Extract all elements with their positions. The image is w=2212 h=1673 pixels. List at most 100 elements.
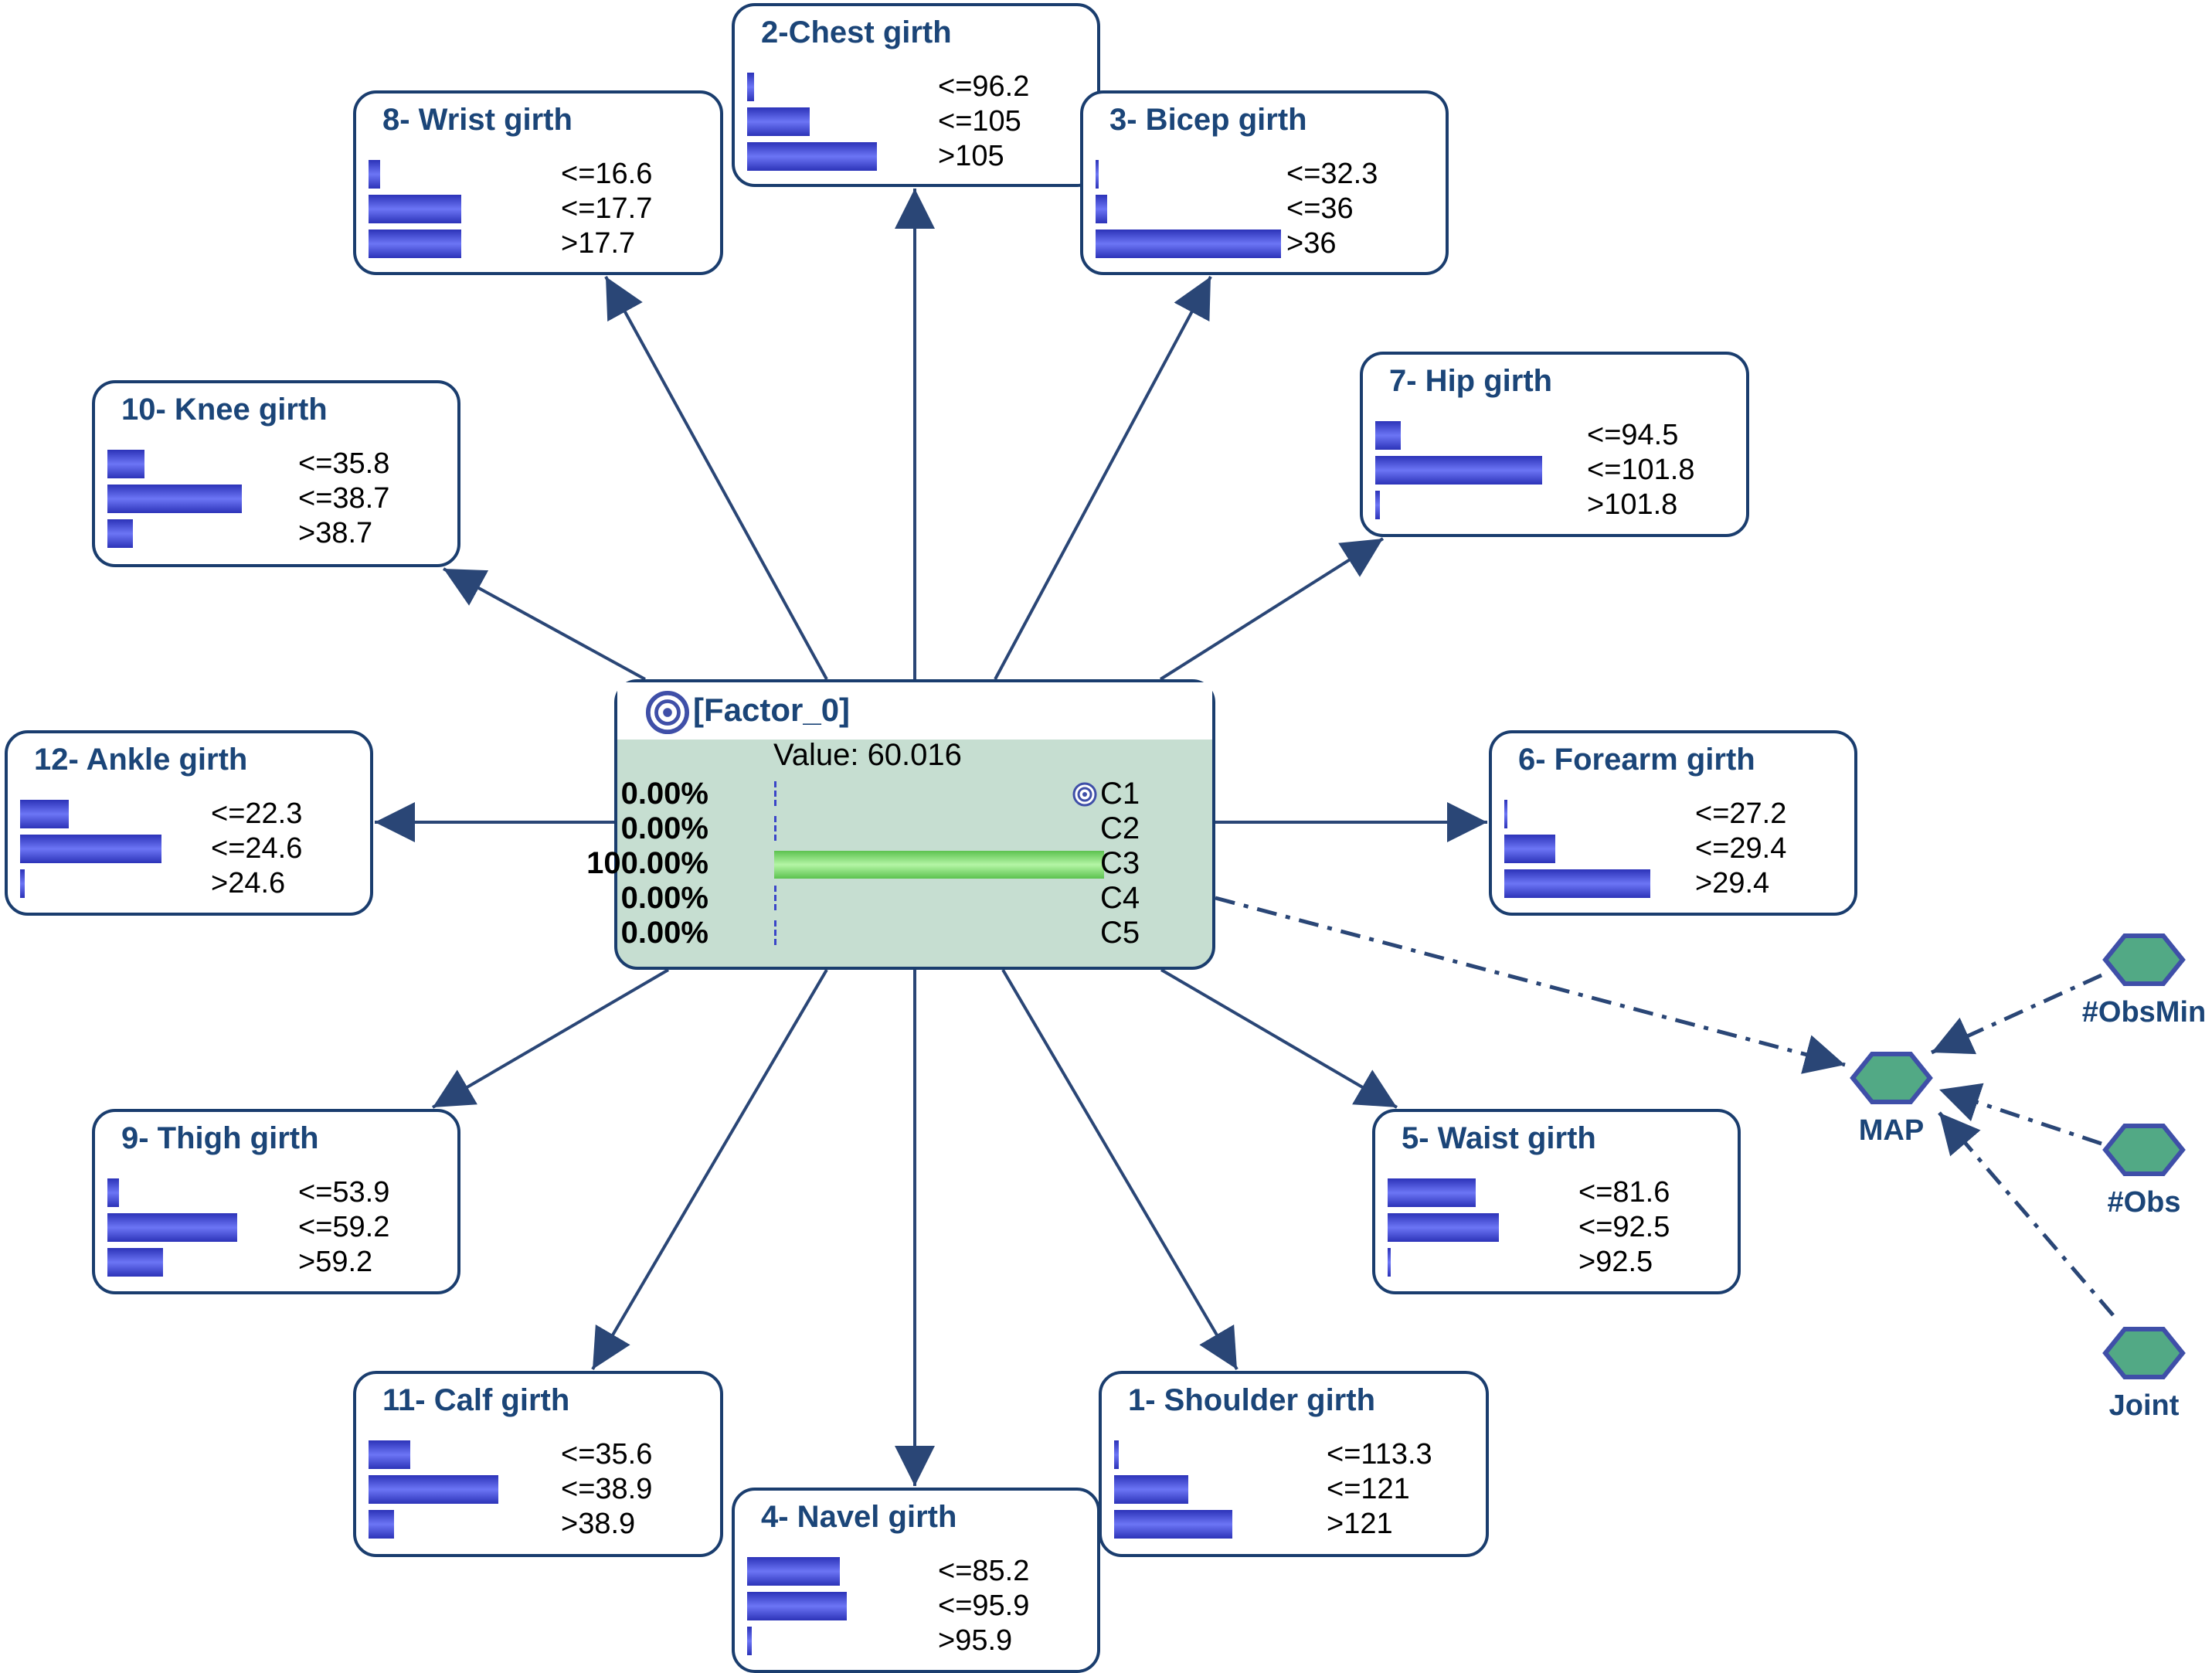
edge-factor-to-knee	[443, 567, 646, 681]
edge-factor-to-hip	[1159, 537, 1385, 681]
factor-state-percent: 0.00%	[620, 881, 708, 915]
utility-node-map[interactable]	[1850, 1052, 1933, 1104]
state-label: >95.9	[938, 1624, 1013, 1657]
factor-state-percent: 0.00%	[620, 811, 708, 845]
state-row: <=53.9	[95, 1175, 457, 1209]
state-row: <=29.4	[1492, 831, 1854, 865]
state-label: <=101.8	[1587, 454, 1695, 486]
utility-node-obs[interactable]	[2102, 1124, 2186, 1176]
node-title: 3- Bicep girth	[1109, 103, 1307, 137]
node-title: 1- Shoulder girth	[1128, 1383, 1375, 1417]
state-probability-bar	[1504, 869, 1650, 898]
state-probability-bar	[747, 1592, 847, 1620]
state-label: >38.9	[561, 1508, 636, 1540]
state-row: <=121	[1102, 1472, 1486, 1506]
state-row: <=92.5	[1375, 1210, 1738, 1244]
state-probability-bar	[369, 1475, 498, 1504]
utility-node-obsmin[interactable]	[2102, 933, 2186, 986]
state-label: >36	[1286, 227, 1337, 260]
edge-obs-to-map	[1938, 1083, 2102, 1146]
edge-factor-to-map	[1215, 896, 1846, 1074]
node-forearm[interactable]: 6- Forearm girth <=27.2<=29.4>29.4	[1489, 730, 1857, 916]
state-row: >38.7	[95, 516, 457, 550]
state-row: >36	[1083, 226, 1446, 260]
node-title: 2-Chest girth	[761, 15, 952, 49]
node-title: 6- Forearm girth	[1518, 743, 1755, 777]
factor-state-row: 0.00% C1	[617, 777, 1212, 811]
edge-joint-to-map	[1938, 1111, 2115, 1317]
node-thigh[interactable]: 9- Thigh girth<=53.9<=59.2>59.2	[92, 1109, 460, 1294]
state-row: <=59.2	[95, 1210, 457, 1244]
state-probability-bar	[107, 1213, 237, 1242]
state-probability-bar	[747, 107, 810, 136]
utility-node-label-obsmin: #ObsMin	[2081, 996, 2207, 1029]
state-row: <=35.6	[356, 1437, 720, 1471]
factor-state-label: C4	[1100, 881, 1140, 915]
factor-state-percent: 0.00%	[620, 777, 708, 811]
state-probability-bar	[1114, 1510, 1232, 1539]
node-navel[interactable]: 4- Navel girth<=85.2<=95.9>95.9	[732, 1488, 1100, 1673]
node-waist[interactable]: 5- Waist girth<=81.6<=92.5>92.5	[1372, 1109, 1741, 1294]
factor-state-row: 0.00% C4	[617, 881, 1212, 915]
state-probability-bar	[369, 160, 380, 189]
state-label: >29.4	[1695, 867, 1770, 899]
state-label: <=105	[938, 105, 1021, 138]
target-icon	[645, 690, 690, 735]
state-row: >95.9	[735, 1624, 1097, 1658]
state-probability-bar	[107, 1248, 163, 1277]
state-row: <=36	[1083, 192, 1446, 226]
state-row: >24.6	[8, 866, 370, 900]
state-probability-bar	[1388, 1248, 1391, 1277]
state-probability-bar	[747, 1557, 840, 1586]
state-row: >92.5	[1375, 1245, 1738, 1279]
factor-state-row: 100.00% C3	[586, 846, 1212, 880]
state-label: <=35.6	[561, 1438, 653, 1471]
state-probability-bar	[369, 1440, 410, 1469]
factor-state-label: C1	[1100, 777, 1140, 811]
state-row: >105	[735, 139, 1097, 173]
node-bicep[interactable]: 3- Bicep girth<=32.3<=36>36	[1080, 90, 1449, 275]
node-title: 4- Navel girth	[761, 1500, 957, 1534]
node-title: 8- Wrist girth	[382, 103, 573, 137]
state-probability-bar	[1096, 195, 1107, 223]
factor-state-row: 0.00%C5	[617, 916, 1212, 950]
state-probability-bar	[1504, 800, 1507, 828]
state-label: >92.5	[1578, 1246, 1653, 1278]
state-label: <=121	[1327, 1473, 1410, 1505]
state-probability-bar	[107, 450, 144, 478]
edge-factor-to-thigh	[431, 968, 670, 1109]
factor-state-percent: 100.00%	[586, 846, 708, 880]
edge-factor-to-shoulder	[1001, 968, 1239, 1371]
state-label: <=94.5	[1587, 419, 1679, 451]
node-title: 11- Calf girth	[382, 1383, 570, 1417]
state-probability-bar	[747, 1627, 752, 1655]
state-label: <=96.2	[938, 70, 1030, 103]
state-label: <=27.2	[1695, 797, 1787, 830]
state-row: <=101.8	[1363, 453, 1746, 487]
factor-header: [Factor_0]	[617, 682, 1212, 740]
factor-state-bar	[774, 781, 776, 809]
node-shoulder[interactable]: 1- Shoulder girth<=113.3<=121>121	[1099, 1371, 1489, 1557]
utility-node-joint[interactable]	[2102, 1327, 2186, 1379]
state-row: >38.9	[356, 1507, 720, 1541]
state-probability-bar	[107, 519, 133, 548]
node-ankle[interactable]: 12- Ankle girth<=22.3<=24.6>24.6	[5, 730, 373, 916]
state-label: >121	[1327, 1508, 1393, 1540]
node-wrist[interactable]: 8- Wrist girth<=16.6<=17.7>17.7	[353, 90, 723, 275]
state-row: <=85.2	[735, 1554, 1097, 1588]
factor-state-label: C3	[1100, 846, 1140, 880]
state-row: >121	[1102, 1507, 1486, 1541]
state-row: >17.7	[356, 226, 720, 260]
state-probability-bar	[1504, 835, 1555, 863]
node-knee[interactable]: 10- Knee girth<=35.8<=38.7>38.7	[92, 380, 460, 567]
edge-factor-to-bicep	[994, 276, 1212, 680]
node-chest[interactable]: 2-Chest girth <=96.2<=105>105	[732, 3, 1100, 187]
edge-factor-to-waist	[1160, 968, 1398, 1109]
node-hip[interactable]: 7- Hip girth<=94.5<=101.8>101.8	[1360, 352, 1749, 537]
utility-node-label-map: MAP	[1858, 1114, 1925, 1147]
state-label: >38.7	[298, 517, 373, 549]
edge-factor-to-wrist	[604, 276, 828, 680]
state-probability-bar	[107, 485, 242, 513]
node-calf[interactable]: 11- Calf girth<=35.6<=38.9>38.9	[353, 1371, 723, 1557]
